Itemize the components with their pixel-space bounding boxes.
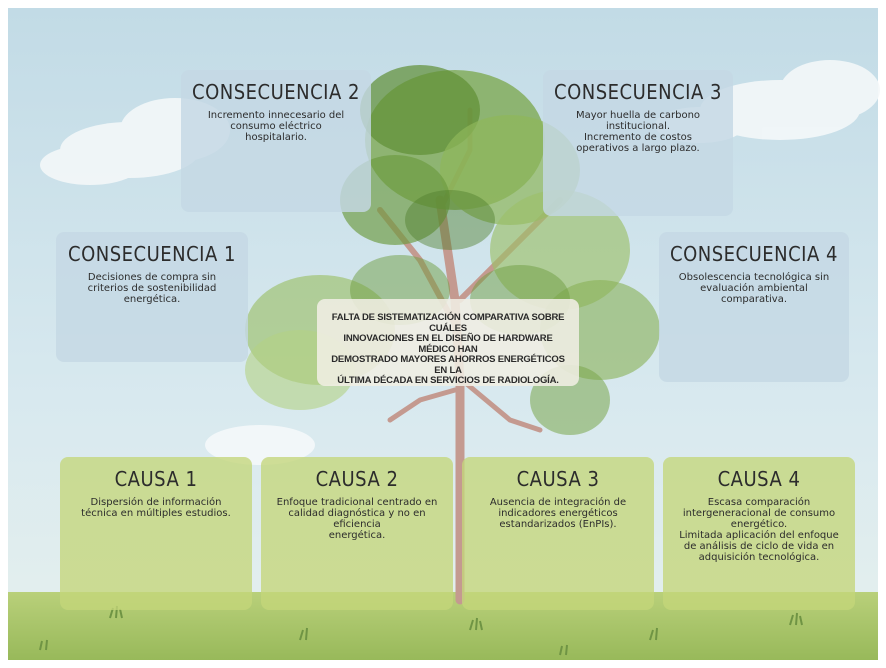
cause-3-box: CAUSA 3 Ausencia de integración de indic… [462, 457, 654, 610]
cause-4-text: Escasa comparación intergeneracional de … [679, 497, 839, 563]
cause-4-title: CAUSA 4 [717, 467, 801, 491]
cause-2-text: Enfoque tradicional centrado en calidad … [276, 497, 438, 541]
cause-2-title: CAUSA 2 [315, 467, 399, 491]
consequence-1-text: Decisiones de compra sin criterios de so… [87, 272, 217, 305]
cause-3-title: CAUSA 3 [516, 467, 600, 491]
cause-1-title: CAUSA 1 [114, 467, 198, 491]
consequence-3-title: CONSECUENCIA 3 [554, 80, 722, 104]
consequence-1-title: CONSECUENCIA 1 [68, 242, 236, 266]
cause-2-box: CAUSA 2 Enfoque tradicional centrado en … [261, 457, 453, 610]
consequence-2-title: CONSECUENCIA 2 [192, 80, 360, 104]
central-problem-text: FALTA DE SISTEMATIZACIÓN COMPARATIVA SOB… [331, 312, 565, 386]
consequence-4-box: CONSECUENCIA 4 Obsolescencia tecnológica… [659, 232, 849, 382]
consequence-3-box: CONSECUENCIA 3 Mayor huella de carbono i… [543, 70, 733, 216]
consequence-4-text: Obsolescencia tecnológica sin evaluación… [678, 272, 830, 305]
consequence-4-title: CONSECUENCIA 4 [670, 242, 838, 266]
cause-3-text: Ausencia de integración de indicadores e… [489, 497, 627, 530]
cause-1-text: Dispersión de información técnica en múl… [81, 497, 231, 519]
consequence-2-text: Incremento innecesario del consumo eléct… [207, 110, 345, 143]
grass-tufts [39, 605, 803, 656]
central-problem-box: FALTA DE SISTEMATIZACIÓN COMPARATIVA SOB… [317, 299, 579, 386]
cause-1-box: CAUSA 1 Dispersión de información técnic… [60, 457, 252, 610]
consequence-1-box: CONSECUENCIA 1 Decisiones de compra sin … [56, 232, 248, 362]
cause-4-box: CAUSA 4 Escasa comparación intergeneraci… [663, 457, 855, 610]
consequence-3-text: Mayor huella de carbono institucional. I… [575, 110, 701, 154]
consequence-2-box: CONSECUENCIA 2 Incremento innecesario de… [181, 70, 371, 212]
